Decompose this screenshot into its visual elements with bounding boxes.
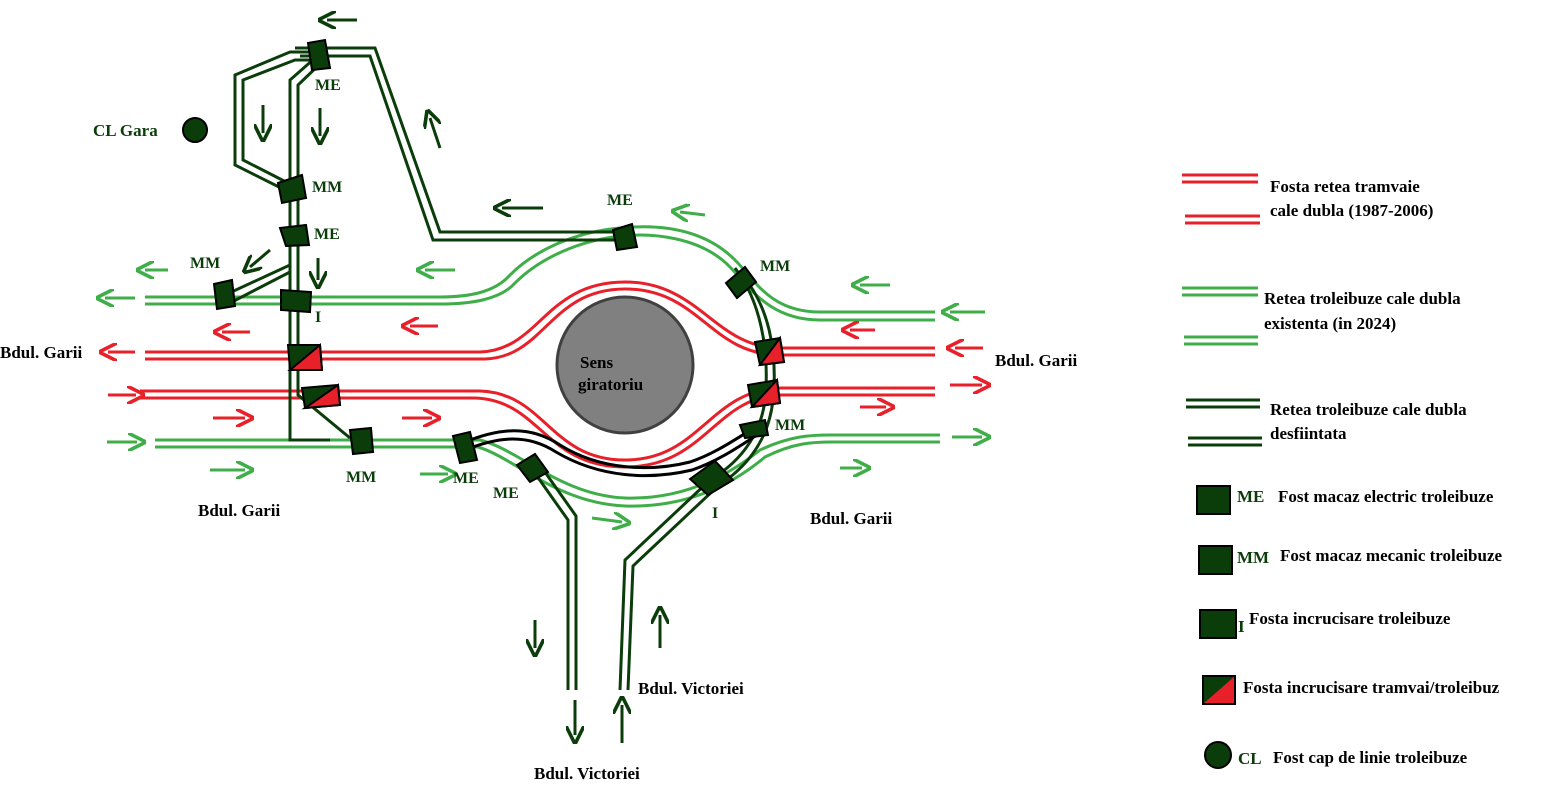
street-victoriei-mid: Bdul. Victoriei [638,679,744,698]
center-label-2: giratoriu [578,375,643,394]
street-garii-right: Bdul. Garii [995,351,1077,370]
label-mm-upper: MM [312,179,342,196]
legend-removed-text-2: desfiintata [1270,424,1347,443]
junction-mm-upper [276,173,308,205]
junction-mm-bottom-left [348,426,375,456]
terminal-marker [182,117,208,143]
roundabout-center [555,295,695,435]
legend-me-code: ME [1237,487,1264,506]
junction-x-left-upper [286,342,324,371]
junction-x-left-lower [300,383,342,410]
legend-i-text: Fosta incrucisare troleibuze [1249,609,1451,628]
street-garii-left: Bdul. Garii [0,343,82,362]
street-garii-bottom-right: Bdul. Garii [810,509,892,528]
street-garii-bottom-left: Bdul. Garii [198,501,280,520]
legend-x-marker [1202,675,1236,705]
label-me-top: ME [315,77,341,94]
inner-link-arc [464,423,763,478]
junction-i-left [280,288,313,314]
legend-mm-marker [1198,545,1233,575]
legend-cl-text: Fost cap de linie troleibuze [1273,748,1468,767]
legend-me-marker [1196,485,1231,515]
label-mm-left: MM [190,255,220,272]
junction-mm-right-upper [724,265,758,300]
legend-tram-text-1: Fosta retea tramvaie [1270,177,1420,196]
label-mm-right-lower: MM [775,417,805,434]
center-label-1: Sens [580,353,613,372]
junction-me-bottom [451,430,479,465]
junction-me-ring [611,222,639,252]
street-victoriei-bottom: Bdul. Victoriei [534,764,640,783]
junction-markers [212,38,786,497]
legend-i-code: I [1238,617,1245,636]
legend: Fosta retea tramvaie cale dubla (1987-20… [1182,173,1502,769]
label-me-ring: ME [607,192,633,209]
direction-arrows [105,20,985,743]
legend-mm-text: Fost macaz mecanic troleibuze [1280,546,1502,565]
terminal-label: CL Gara [93,121,158,140]
legend-me-text: Fost macaz electric troleibuze [1278,487,1494,506]
legend-tram-text-2: cale dubla (1987-2006) [1270,201,1433,220]
junction-x-right-upper [753,335,786,367]
label-me-upper: ME [314,226,340,243]
legend-trolley-removed [1186,398,1262,447]
legend-mm-code: MM [1237,548,1269,567]
junction-mm-right-lower [738,418,770,440]
legend-cl-code: CL [1238,749,1262,768]
label-mm-right-upper: MM [760,258,790,275]
legend-x-text: Fosta incrucisare tramvai/troleibuz [1243,678,1500,697]
label-i-left: I [315,309,321,326]
legend-removed-text-1: Retea troleibuze cale dubla [1270,400,1467,419]
junction-me-top [306,38,332,72]
label-i-bottom-right: I [712,505,718,522]
legend-cl-marker [1204,741,1232,769]
legend-i-marker [1199,609,1237,639]
junction-x-right-lower [746,377,782,409]
legend-trolley-text-2: existenta (in 2024) [1264,314,1396,333]
junction-i-bottom-right [688,459,735,497]
junction-mm-left [212,278,237,311]
junction-me-bottom2 [515,452,550,484]
legend-trolley-existing [1182,286,1258,346]
label-me-bottom: ME [453,470,479,487]
legend-tram [1182,173,1260,225]
legend-trolley-text-1: Retea troleibuze cale dubla [1264,289,1461,308]
label-mm-bottom-left: MM [346,469,376,486]
label-me-bottom2: ME [493,485,519,502]
junction-me-upper [278,223,311,248]
